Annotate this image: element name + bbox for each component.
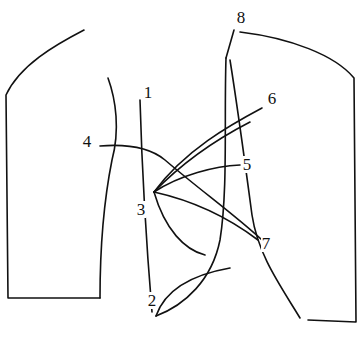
callout-number: 7 xyxy=(261,235,272,252)
right-lung xyxy=(240,32,356,322)
leader-line xyxy=(226,30,234,58)
heart-border xyxy=(156,58,226,316)
line-3-down xyxy=(154,192,205,255)
right-hilum-edge xyxy=(230,60,300,318)
line-3-6 xyxy=(154,108,262,192)
callout-number: 4 xyxy=(82,133,93,150)
callout-number: 5 xyxy=(242,156,253,173)
callout-number: 6 xyxy=(267,90,278,107)
callout-number: 8 xyxy=(236,9,247,26)
left-hilum-edge xyxy=(100,78,116,298)
loop-2 xyxy=(156,268,230,316)
callout-number: 3 xyxy=(136,201,147,218)
left-lung xyxy=(6,30,100,298)
line-3-6b xyxy=(154,122,250,192)
callout-number: 1 xyxy=(143,84,154,101)
callout-number: 2 xyxy=(147,292,158,309)
line-3-7 xyxy=(154,192,258,240)
line-4 xyxy=(100,145,262,240)
